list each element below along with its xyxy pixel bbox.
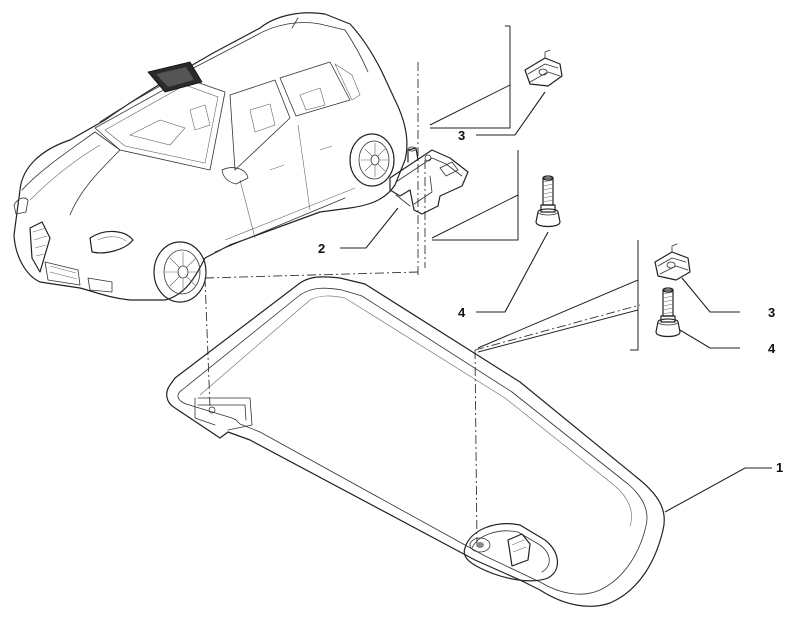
callout-3-upper: 3: [458, 128, 465, 143]
car-illustration: [13, 12, 408, 303]
screw-upper: [535, 175, 561, 228]
guide-brackets: [429, 25, 639, 353]
callout-4-upper: 4: [458, 305, 466, 320]
hinge-bracket: [389, 146, 469, 215]
sun-visor: [166, 276, 665, 607]
leader-lines: [340, 91, 772, 513]
clip-nut-upper: [524, 49, 563, 87]
screw-lower: [655, 287, 681, 338]
clip-nut-lower: [654, 243, 691, 281]
callout-labels: 3 2 4 3 4 1: [318, 128, 783, 475]
callout-3-lower: 3: [768, 305, 775, 320]
callout-4-lower: 4: [768, 341, 776, 356]
assembly-lines: [204, 62, 641, 549]
callout-2: 2: [318, 241, 325, 256]
callout-1: 1: [776, 460, 783, 475]
